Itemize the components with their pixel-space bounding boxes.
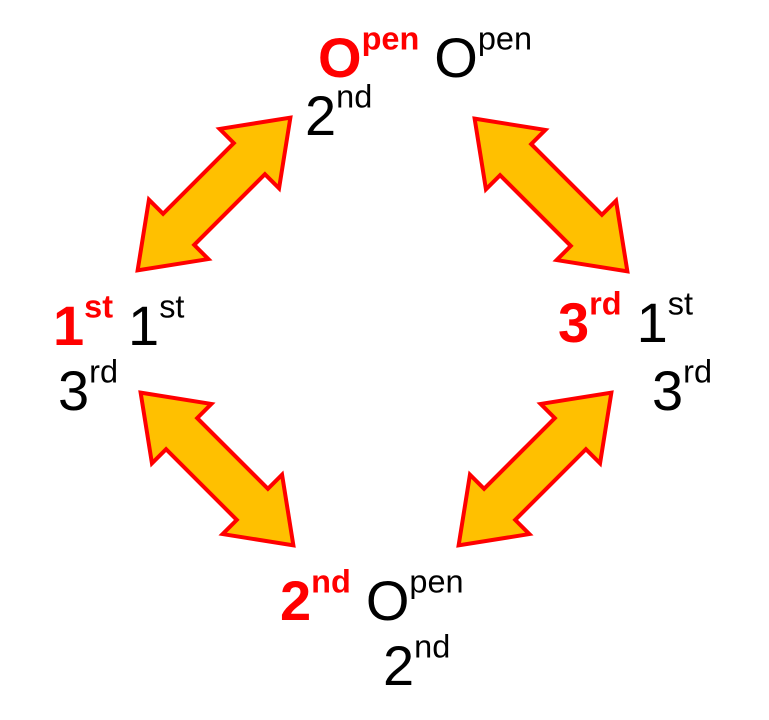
node-top-sub-base: 2 (305, 84, 337, 147)
node-left-sub-base: 3 (58, 359, 90, 422)
node-bottom-sub-sup: nd (414, 628, 451, 665)
node-right-label-sup: st (667, 285, 694, 322)
node-right-sub-sup: rd (683, 353, 713, 390)
node-left-sub: 3rd (58, 355, 118, 419)
node-left-label-sup: st (159, 288, 185, 325)
double-arrow-bottom-right-icon (456, 390, 614, 548)
node-right-label-base: 1 (636, 291, 668, 354)
node-top-label: Open (434, 22, 532, 89)
node-left-highlight-base: 1 (53, 294, 85, 357)
node-bottom-label: Open (365, 565, 464, 632)
double-arrow-shape (472, 116, 630, 274)
node-right-sub: 3rd (652, 355, 712, 419)
node-top-label-base: O (434, 26, 478, 89)
node-bottom-highlight-sup: nd (311, 563, 351, 600)
double-arrow-bottom-left-icon (138, 390, 296, 548)
node-top-highlight: Open (318, 22, 419, 89)
double-arrow-shape (138, 390, 296, 548)
double-arrow-shape (456, 390, 614, 548)
node-bottom-sub-base: 2 (383, 634, 415, 697)
double-arrow-shape (135, 115, 293, 273)
node-left-sub-sup: rd (89, 353, 119, 390)
double-arrow-top-left-icon (135, 115, 293, 273)
double-arrow-top-right-icon (472, 116, 630, 274)
node-bottom-sub: 2nd (383, 630, 450, 694)
node-right-sub-base: 3 (652, 359, 684, 422)
node-left-label-base: 1 (128, 294, 160, 357)
node-top-highlight-sup: pen (361, 20, 420, 57)
node-left-highlight: 1st (53, 290, 113, 357)
node-top-label-sup: pen (477, 20, 533, 57)
node-bottom-label-sup: pen (409, 563, 464, 600)
node-right-label: 1st (636, 287, 693, 354)
node-right-highlight: 3rd (558, 287, 622, 354)
node-left-label: 1st (128, 290, 184, 357)
node-bottom-highlight-base: 2 (280, 569, 312, 632)
node-top-sub: 2nd (305, 80, 372, 144)
node-top-highlight-base: O (318, 26, 362, 89)
node-right-highlight-sup: rd (589, 285, 622, 322)
node-right-highlight-base: 3 (558, 291, 590, 354)
node-bottom-highlight: 2nd (280, 565, 351, 632)
node-left-highlight-sup: st (84, 288, 114, 325)
node-top-sub-sup: nd (336, 78, 373, 115)
node-bottom-label-base: O (365, 569, 410, 632)
